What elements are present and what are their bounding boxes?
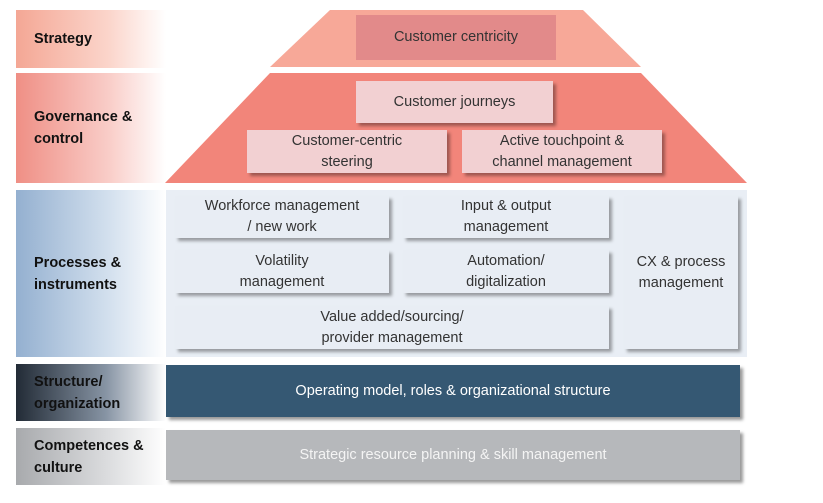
row-label-processes: Processes & instruments (16, 190, 166, 357)
cx-process-management-box: CX & process management (624, 196, 738, 349)
row-label-competences: Competences & culture (16, 428, 166, 485)
customer-journeys-box: Customer journeys (356, 81, 553, 123)
resource-planning-bar: Strategic resource planning & skill mana… (166, 430, 740, 480)
touchpoint-channel-box: Active touchpoint & channel management (462, 130, 662, 173)
customer-centric-steering-box: Customer-centric steering (247, 130, 447, 173)
input-output-management-box: Input & output management (403, 196, 609, 238)
row-label-strategy: Strategy (16, 10, 166, 68)
customer-centricity-box: Customer centricity (356, 15, 556, 60)
automation-digitalization-box: Automation/ digitalization (403, 250, 609, 293)
operating-model-bar: Operating model, roles & organizational … (166, 365, 740, 417)
value-added-sourcing-box: Value added/sourcing/ provider managemen… (175, 306, 609, 349)
volatility-management-box: Volatility management (175, 250, 389, 293)
row-label-structure: Structure/ organization (16, 364, 166, 421)
workforce-management-box: Workforce management / new work (175, 196, 389, 238)
row-label-governance: Governance & control (16, 73, 166, 183)
